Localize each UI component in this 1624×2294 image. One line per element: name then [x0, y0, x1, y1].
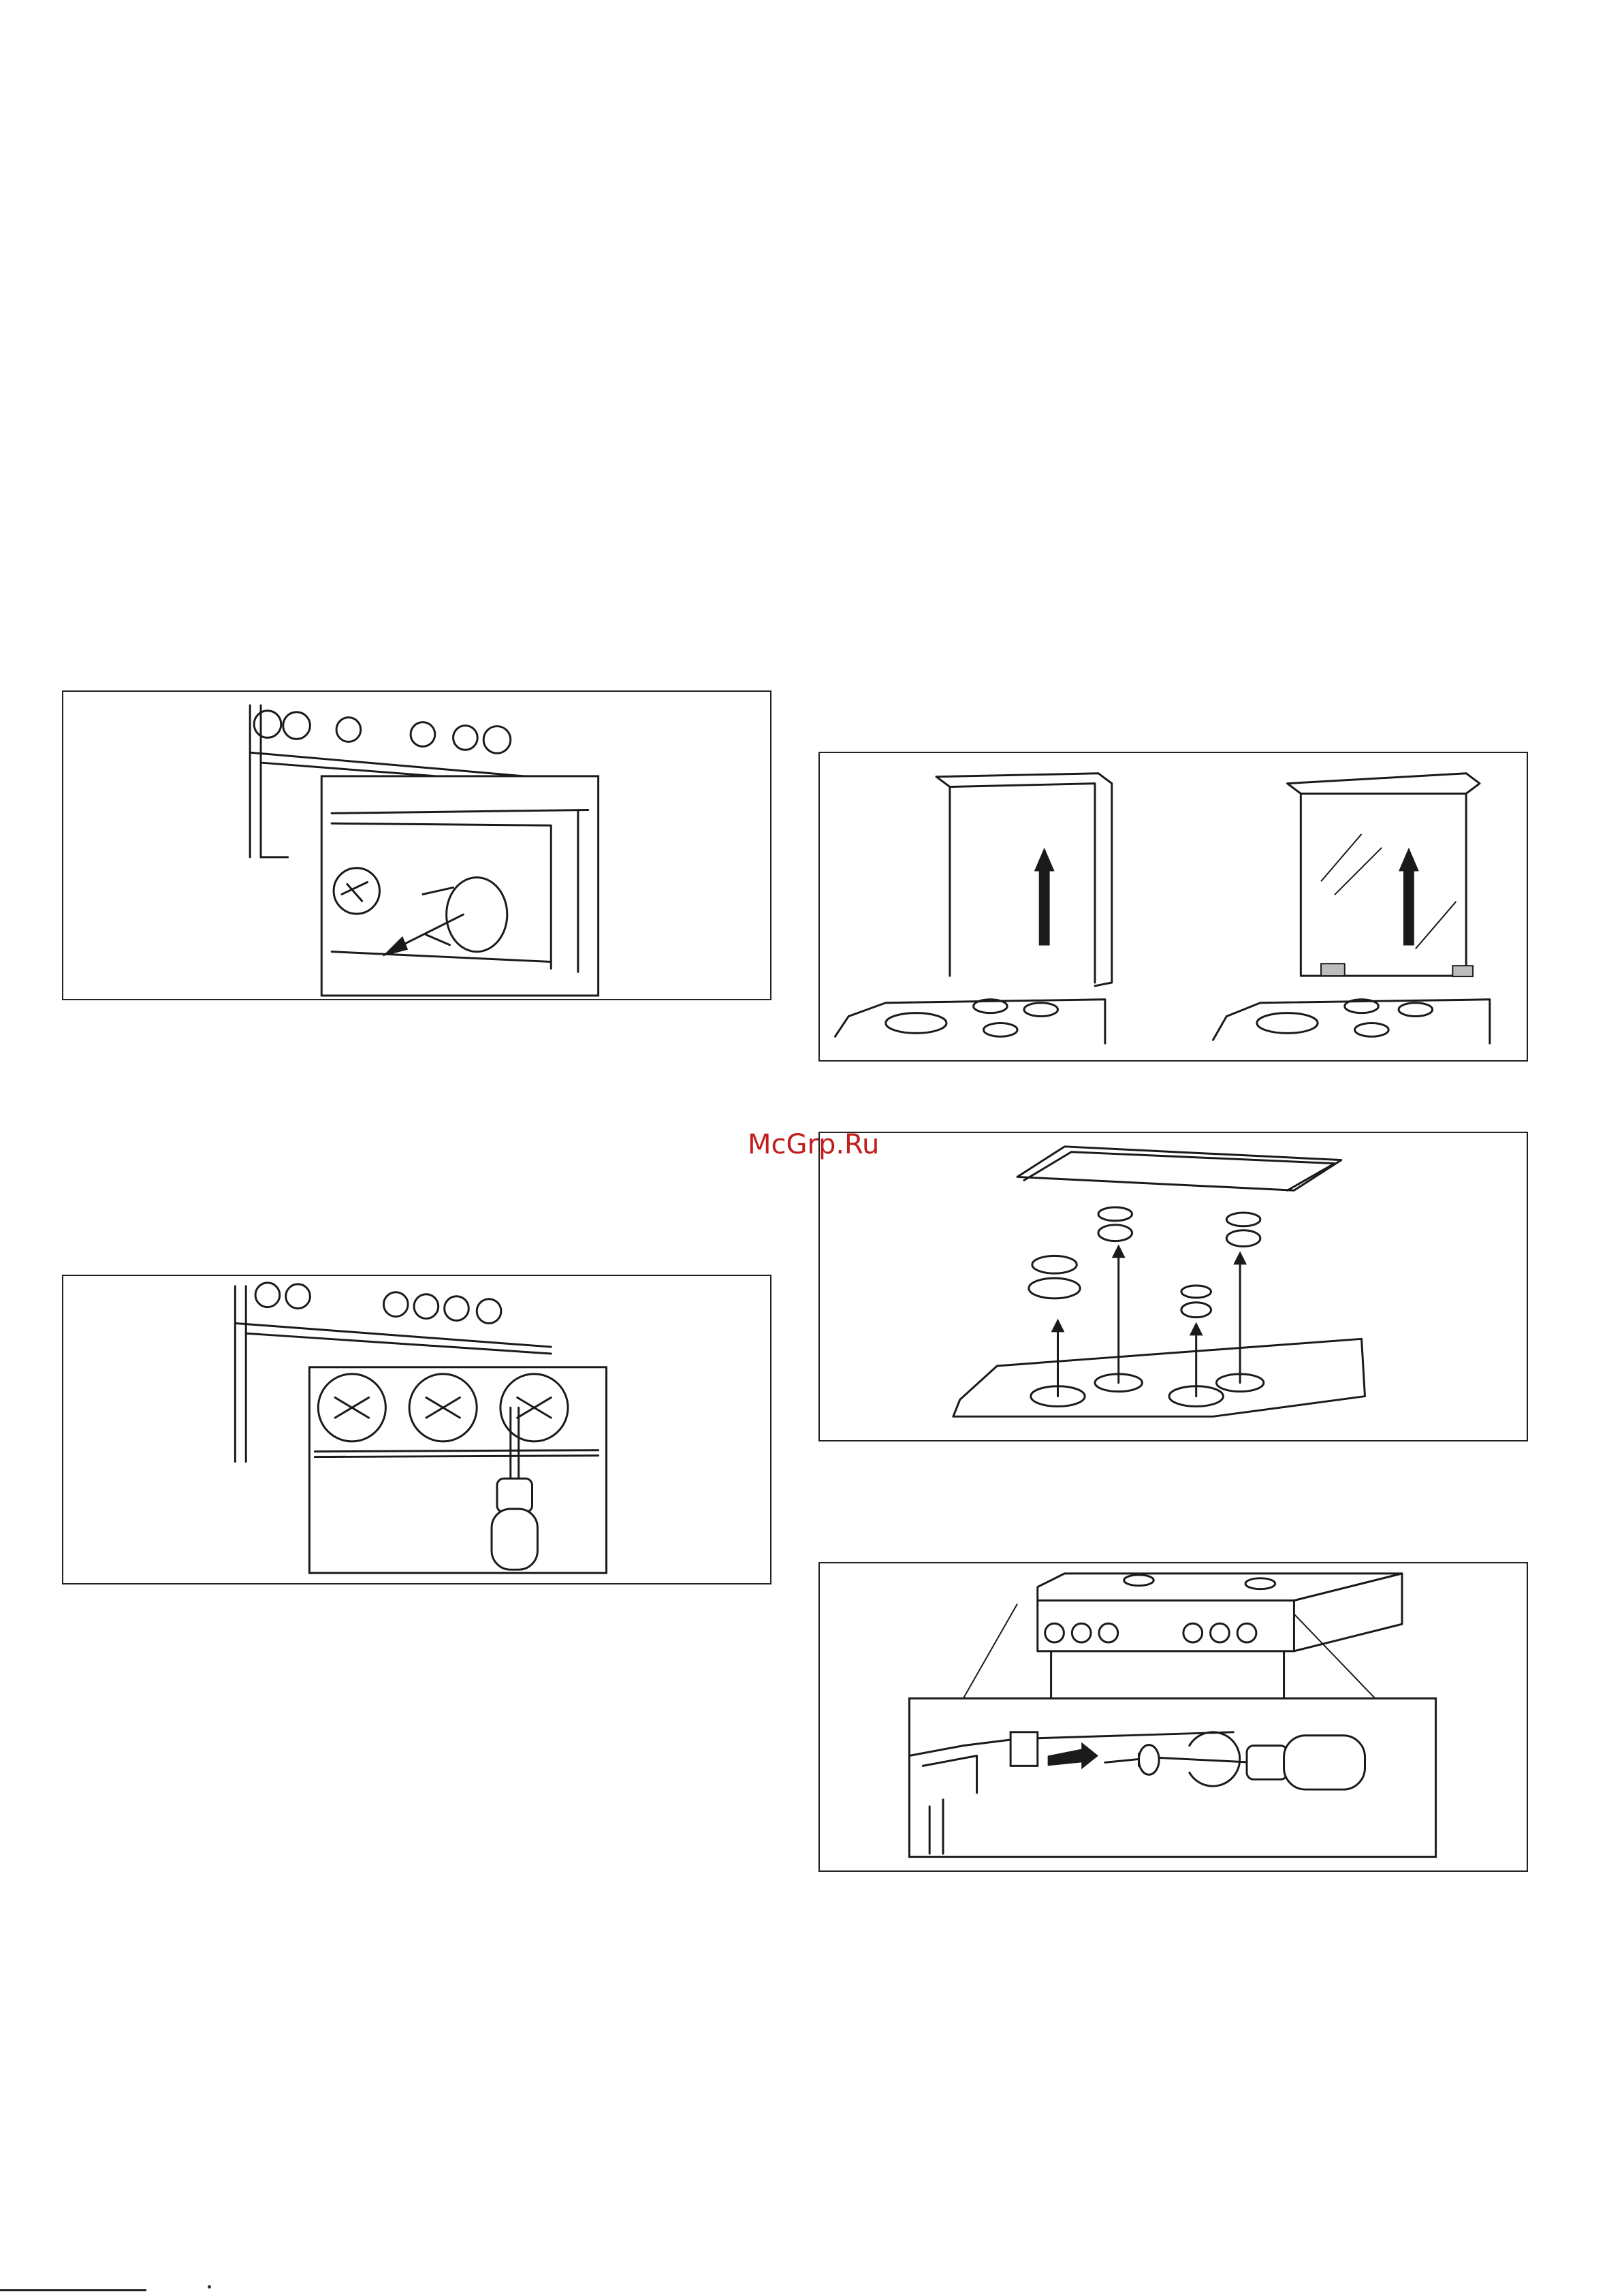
- footer-rule: [0, 2289, 146, 2291]
- watermark-text: McGrp.Ru: [748, 1129, 879, 1160]
- lid-lift-icon: [820, 753, 1527, 1060]
- screwdriver-icon: [63, 1276, 770, 1583]
- figure-knob-removal: [62, 690, 771, 1000]
- figure-burner-removal: [818, 1132, 1528, 1441]
- burner-parts-icon: [820, 1133, 1527, 1440]
- figure-lid-removal: [818, 752, 1528, 1062]
- figure-bypass-adjustment: [62, 1275, 771, 1584]
- screw-removal-icon: [820, 1563, 1527, 1870]
- footer-dot: [208, 2285, 211, 2289]
- figure-screw-removal: [818, 1562, 1528, 1872]
- knob-pull-icon: [63, 692, 770, 999]
